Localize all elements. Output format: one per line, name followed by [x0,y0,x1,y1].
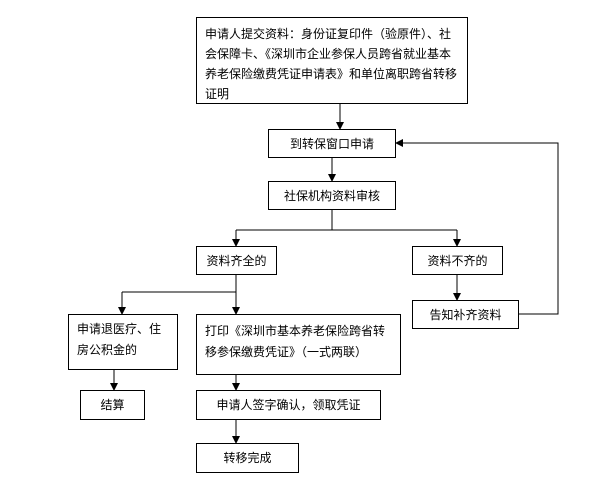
node-print-certificate: 打印《深圳市基本养老保险跨省转移参保缴费凭证》（一式两联） [196,314,401,375]
node-submit-materials: 申请人提交资料：身份证复印件（验原件）、社会保障卡、《深圳市企业参保人员跨省就业… [196,17,468,104]
node-settlement: 结算 [80,390,145,420]
edge-notify-loop [395,139,559,315]
node-review: 社保机构资料审核 [268,181,396,210]
node-notify-supplement: 告知补齐资料 [412,300,519,329]
node-settlement-label: 结算 [100,398,125,412]
node-sign-confirm-label: 申请人签字确认，领取凭证 [216,398,361,412]
node-apply-at-window: 到转保窗口申请 [268,129,396,158]
node-submit-materials-label: 申请人提交资料：身份证复印件（验原件）、社会保障卡、《深圳市企业参保人员跨省就业… [205,27,458,101]
node-apply-refund: 申请退医疗、住房公积金的 [68,314,178,370]
node-print-certificate-label: 打印《深圳市基本养老保险跨省转移参保缴费凭证》（一式两联） [205,324,386,359]
node-transfer-done: 转移完成 [196,443,299,473]
node-complete: 资料齐全的 [196,246,277,275]
node-notify-supplement-label: 告知补齐资料 [429,307,502,322]
node-apply-at-window-label: 到转保窗口申请 [289,136,374,151]
node-apply-refund-label: 申请退医疗、住房公积金的 [77,322,162,357]
node-review-label: 社保机构资料审核 [283,188,380,203]
node-incomplete: 资料不齐的 [412,246,503,275]
node-complete-label: 资料齐全的 [206,253,267,268]
node-transfer-done-label: 转移完成 [223,451,272,465]
node-incomplete-label: 资料不齐的 [427,253,488,268]
node-sign-confirm: 申请人签字确认，领取凭证 [196,390,381,420]
